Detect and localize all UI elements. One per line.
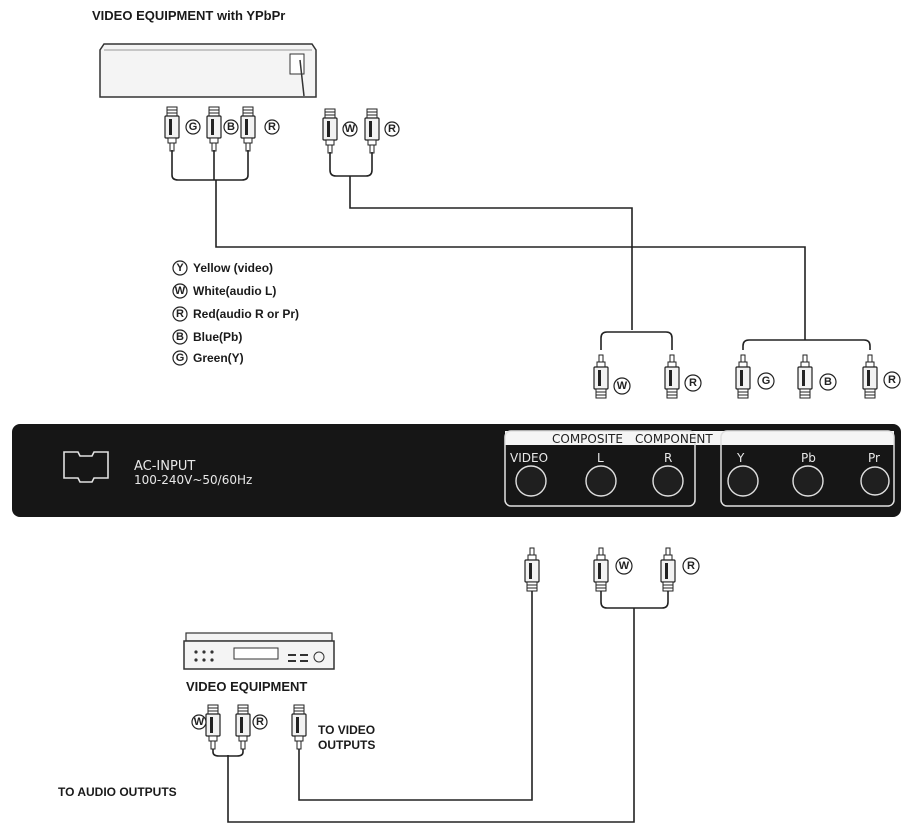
component-label: COMPONENT — [635, 432, 713, 446]
to-video-outputs-line1: TO VIDEO — [318, 723, 375, 737]
top-plug-blue — [206, 106, 222, 152]
legend-green: Green(Y) — [193, 351, 244, 365]
wire-audio-top — [329, 152, 633, 330]
jack-component-y — [727, 465, 759, 497]
top-video-device — [99, 43, 317, 98]
legend-red: Red(audio R or Pr) — [193, 307, 299, 321]
wire-component-top — [171, 150, 806, 340]
panel-plug-red-bottom — [660, 547, 676, 592]
panel-plug-video-bottom — [524, 547, 540, 592]
rear-panel: AC-INPUT 100-240V~50/60Hz COMPOSITE COMP… — [12, 424, 901, 517]
svg-text:R: R — [388, 123, 396, 135]
svg-text:W: W — [345, 123, 356, 135]
badge-w-device: W — [191, 714, 207, 730]
svg-text:W: W — [175, 285, 186, 297]
badge-g-top: G — [185, 119, 201, 135]
svg-text:B: B — [824, 376, 832, 388]
badge-w-panel: W — [613, 377, 631, 395]
panel-plug-blue — [797, 354, 813, 399]
bottom-device-title: VIDEO EQUIPMENT — [186, 679, 307, 694]
svg-text:R: R — [176, 308, 184, 320]
to-video-outputs-line2: OUTPUTS — [318, 738, 375, 752]
legend-blue: Blue(Pb) — [193, 330, 242, 344]
jack-label-l: L — [597, 451, 604, 465]
svg-text:B: B — [227, 121, 235, 133]
badge-r-top-audio: R — [384, 121, 400, 137]
badge-r-top: R — [264, 119, 280, 135]
svg-text:Y: Y — [176, 262, 184, 274]
jack-label-y: Y — [736, 451, 745, 465]
wire-video-bottom — [298, 591, 533, 801]
composite-label: COMPOSITE — [552, 432, 623, 446]
svg-text:G: G — [762, 375, 771, 387]
svg-text:R: R — [256, 716, 264, 728]
to-audio-outputs: TO AUDIO OUTPUTS — [58, 785, 177, 799]
panel-plug-white-bottom — [593, 547, 609, 592]
jack-video — [515, 465, 547, 497]
badge-w-top: W — [342, 121, 358, 137]
badge-r-panel: R — [684, 374, 702, 392]
badge-w-bottom: W — [615, 557, 633, 575]
badge-r-device: R — [252, 714, 268, 730]
bottom-plug-red — [235, 704, 251, 750]
badge-b-panel: B — [819, 373, 837, 391]
jack-label-r: R — [664, 451, 672, 465]
svg-text:R: R — [689, 377, 697, 389]
badge-r-bottom: R — [682, 557, 700, 575]
legend-yellow: Yellow (video) — [193, 261, 273, 275]
top-plug-red-audio — [364, 108, 380, 154]
ac-input-spec: 100-240V~50/60Hz — [134, 473, 252, 487]
svg-text:R: R — [687, 560, 695, 572]
badge-r-panel-pr: R — [883, 371, 901, 389]
bottom-video-device — [183, 632, 335, 670]
top-plug-green — [164, 106, 180, 152]
wire-audio-bottom — [227, 591, 669, 823]
panel-plug-red — [664, 354, 680, 399]
top-plug-white — [322, 108, 338, 154]
svg-text:R: R — [268, 121, 276, 133]
svg-text:W: W — [619, 560, 630, 572]
jack-component-pb — [792, 465, 824, 497]
bottom-plug-video — [291, 704, 307, 750]
top-device-title: VIDEO EQUIPMENT with YPbPr — [92, 8, 285, 23]
jack-label-pb: Pb — [801, 451, 816, 465]
legend-white: White(audio L) — [193, 284, 276, 298]
badge-g-panel: G — [757, 372, 775, 390]
panel-plug-white — [593, 354, 609, 399]
ac-input-socket — [63, 451, 109, 483]
svg-text:G: G — [189, 121, 198, 133]
panel-plug-red-pr — [862, 354, 878, 399]
jack-audio-r — [652, 465, 684, 497]
jack-label-video: VIDEO — [510, 451, 548, 465]
svg-text:B: B — [176, 331, 184, 343]
color-legend: Y Yellow (video) W White(audio L) R Red(… — [172, 260, 299, 366]
panel-plug-green — [735, 354, 751, 399]
svg-text:W: W — [617, 380, 628, 392]
jack-audio-l — [585, 465, 617, 497]
jack-component-pr — [860, 466, 890, 496]
svg-text:W: W — [194, 716, 205, 728]
top-plug-red — [240, 106, 256, 152]
ac-input-label: AC-INPUT — [134, 459, 195, 474]
bottom-plug-white — [205, 704, 221, 750]
jack-label-pr: Pr — [868, 451, 880, 465]
badge-b-top: B — [223, 119, 239, 135]
svg-text:R: R — [888, 374, 896, 386]
svg-text:G: G — [176, 352, 185, 364]
